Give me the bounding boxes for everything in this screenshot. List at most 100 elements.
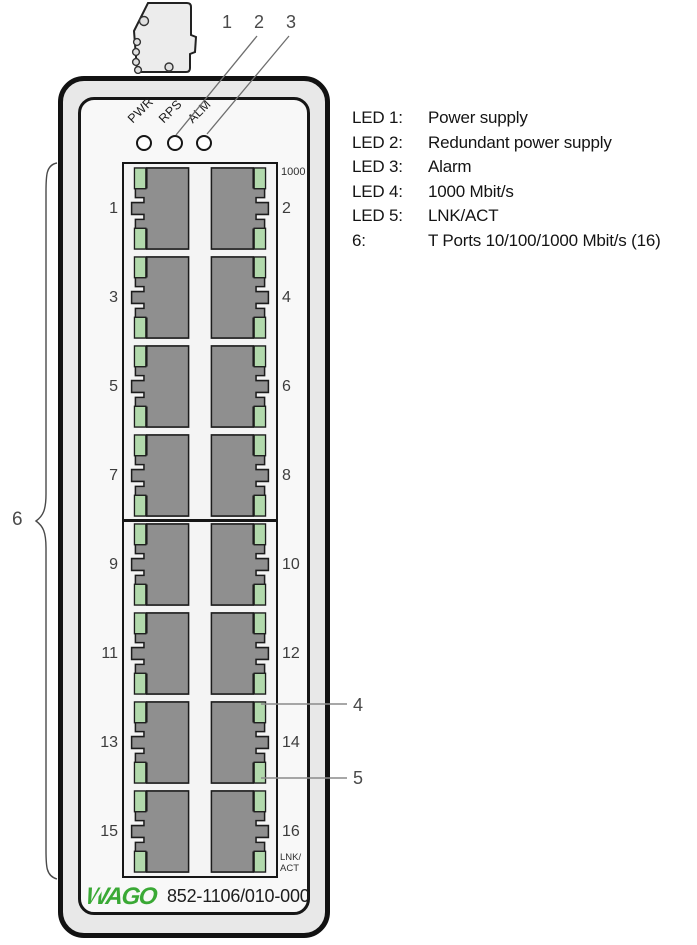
legend-row: 6: T Ports 10/100/1000 Mbit/s (16) (352, 229, 696, 254)
port-number: 13 (100, 733, 118, 751)
port-led-bottom (253, 405, 267, 428)
port-led-top (253, 612, 267, 635)
rj45-port-left (130, 612, 190, 695)
port-led-top (133, 434, 147, 457)
legend-term: LED 3: (352, 157, 403, 177)
port-led-top (253, 167, 267, 190)
port-number: 1 (109, 199, 118, 217)
rj45-port-left (130, 790, 190, 873)
port-row (124, 253, 276, 342)
port-row (124, 520, 276, 609)
port-led-top (133, 256, 147, 279)
port-led-top (253, 256, 267, 279)
port-led-top (253, 345, 267, 368)
port-row (124, 431, 276, 520)
port-row (124, 342, 276, 431)
port-led-top (253, 523, 267, 546)
port-number: 7 (109, 466, 118, 484)
rj45-port-left (130, 701, 190, 784)
port-led-bottom (253, 672, 267, 695)
callout-1: 1 (222, 12, 233, 32)
port-led-bottom (253, 761, 267, 784)
port-number: 15 (100, 822, 118, 840)
callout-4: 4 (353, 695, 364, 715)
port-led-bottom (133, 316, 147, 339)
port-led-top (133, 167, 147, 190)
rj45-port-right (210, 523, 270, 606)
port-row (124, 164, 276, 253)
rj45-port-right (210, 790, 270, 873)
legend-term: LED 5: (352, 206, 403, 226)
legend-row: LED 2: Redundant power supply (352, 131, 696, 156)
legend-row: LED 1: Power supply (352, 106, 696, 131)
port-led-bottom (133, 227, 147, 250)
port-led-bottom (253, 494, 267, 517)
port-row (124, 698, 276, 787)
legend-row: LED 3: Alarm (352, 155, 696, 180)
port-led-bottom (133, 583, 147, 606)
rj45-port-right (210, 167, 270, 250)
legend-description: Power supply (428, 108, 528, 127)
port-number: 6 (282, 377, 291, 395)
port-number: 9 (109, 555, 118, 573)
rj45-port-left (130, 434, 190, 517)
rj45-port-right (210, 701, 270, 784)
rj45-port-left (130, 167, 190, 250)
rj45-port-left (130, 523, 190, 606)
din-rail-clip (131, 2, 198, 74)
port-block (122, 162, 278, 878)
port-row (124, 787, 276, 876)
port-led-top (133, 790, 147, 813)
port-led-bottom (253, 850, 267, 873)
power-led (136, 135, 152, 151)
port-number: 3 (109, 288, 118, 306)
rj45-port-right (210, 612, 270, 695)
port-led-top (133, 345, 147, 368)
model-number: 852-1106/010-000 (167, 886, 310, 906)
port-number: 11 (101, 644, 118, 662)
port-led-top (253, 701, 267, 724)
rj45-port-left (130, 256, 190, 339)
legend-row: LED 5: LNK/ACT (352, 204, 696, 229)
legend-description: T Ports 10/100/1000 Mbit/s (16) (428, 230, 661, 250)
lnk-act-label: LNK/ ACT (280, 852, 302, 874)
port-led-bottom (253, 583, 267, 606)
port-number: 2 (282, 199, 291, 217)
port-led-top (133, 612, 147, 635)
legend-description: LNK/ACT (428, 206, 499, 226)
port-led-top (133, 523, 147, 546)
legend-term: LED 2: (352, 132, 403, 152)
speed-1000-label: 1000 (281, 166, 306, 178)
rj45-port-left (130, 345, 190, 428)
port-number: 14 (282, 733, 300, 751)
port-led-bottom (133, 761, 147, 784)
port-led-bottom (133, 405, 147, 428)
port-number: 5 (109, 377, 118, 395)
rj45-port-right (210, 345, 270, 428)
callout-6: 6 (12, 509, 23, 530)
wago-logo: WAGO (85, 883, 164, 910)
redundant-power-led (167, 135, 183, 151)
port-led-bottom (253, 227, 267, 250)
port-led-top (253, 434, 267, 457)
ports-brace (34, 162, 58, 880)
callout-2: 2 (254, 12, 265, 32)
legend-term: LED 1: (352, 108, 403, 127)
port-led-bottom (253, 316, 267, 339)
port-led-top (253, 790, 267, 813)
port-row (124, 609, 276, 698)
port-number: 4 (282, 288, 291, 306)
port-number: 16 (282, 822, 300, 840)
rj45-port-right (210, 434, 270, 517)
port-led-bottom (133, 672, 147, 695)
port-number: 8 (282, 466, 291, 484)
legend-term: 6: (352, 230, 366, 250)
callout-5: 5 (353, 768, 364, 788)
port-number: 12 (282, 644, 300, 662)
legend-description: Redundant power supply (428, 132, 612, 152)
port-led-bottom (133, 494, 147, 517)
port-led-top (133, 701, 147, 724)
